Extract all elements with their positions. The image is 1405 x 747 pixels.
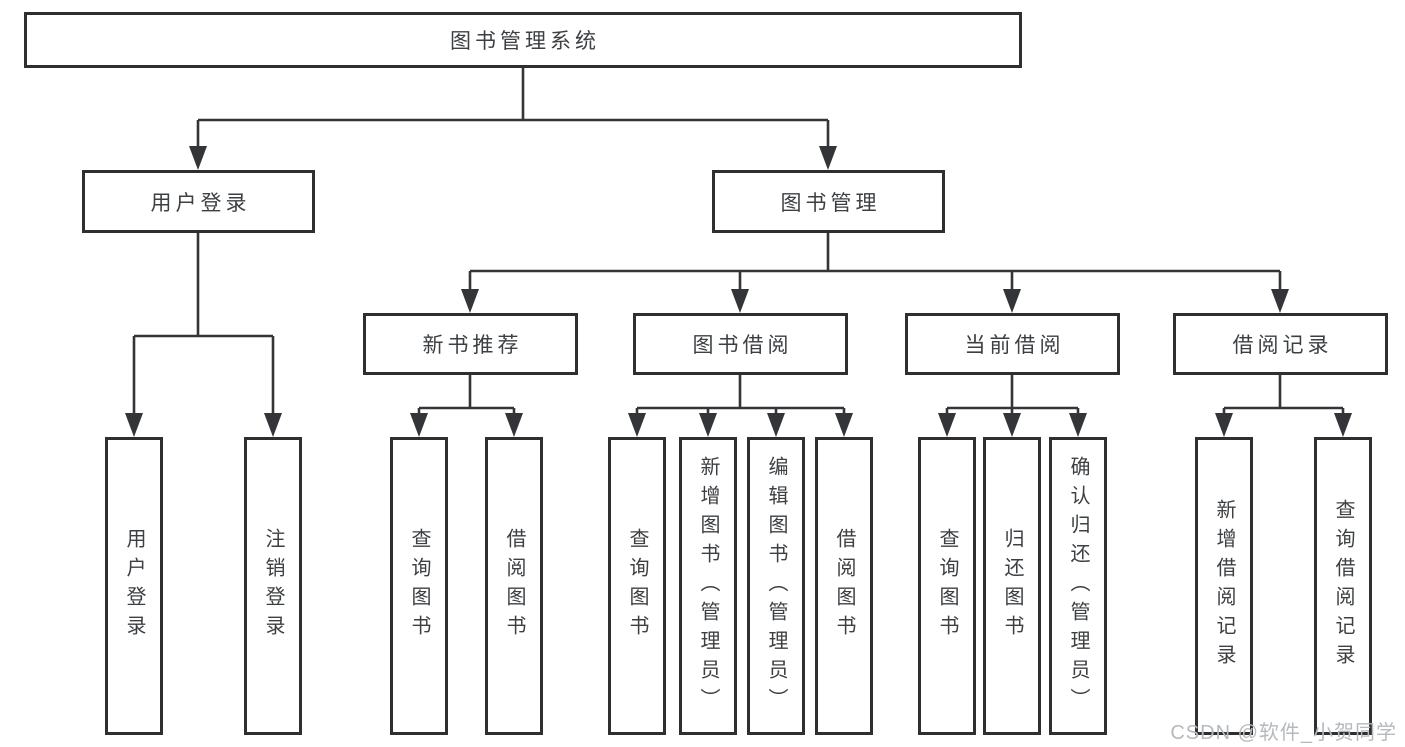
leaf-user-login: 用户登录 [105,437,163,735]
leaf-cur-return-books-label: 归还图书 [1001,528,1023,644]
leaf-cur-query-books-label: 查询图书 [936,528,958,644]
leaf-borrow-add-books-admin-label: 新增图书（管理员） [697,455,719,717]
leaf-borrow-add-books-admin: 新增图书（管理员） [679,437,737,735]
leaf-records-query-record: 查询借阅记录 [1314,437,1372,735]
leaf-borrow-query-books-label: 查询图书 [626,528,648,644]
leaf-borrow-query-books: 查询图书 [608,437,666,735]
leaf-cur-query-books: 查询图书 [918,437,976,735]
node-root: 图书管理系统 [24,12,1022,68]
leaf-user-login-label: 用户登录 [123,528,145,644]
leaf-logout-login: 注销登录 [244,437,302,735]
leaf-rec-borrow-books: 借阅图书 [485,437,543,735]
leaf-rec-borrow-books-label: 借阅图书 [503,528,525,644]
leaf-rec-query-books: 查询图书 [390,437,448,735]
leaf-borrow-edit-books-admin-label: 编辑图书（管理员） [765,455,787,717]
watermark: CSDN @软件_小贺同学 [1170,722,1397,744]
node-book-management: 图书管理 [712,170,945,233]
leaf-rec-query-books-label: 查询图书 [408,528,430,644]
leaf-records-add-record-label: 新增借阅记录 [1213,499,1235,673]
node-user-login: 用户登录 [82,170,315,233]
leaf-cur-confirm-return-admin: 确认归还（管理员） [1049,437,1107,735]
leaf-cur-return-books: 归还图书 [983,437,1041,735]
leaf-cur-confirm-return-admin-label: 确认归还（管理员） [1067,455,1089,717]
node-book-borrow: 图书借阅 [633,313,848,375]
leaf-borrow-borrow-books: 借阅图书 [815,437,873,735]
leaf-logout-login-label: 注销登录 [262,528,284,644]
leaf-records-add-record: 新增借阅记录 [1195,437,1253,735]
node-new-book-recommend: 新书推荐 [363,313,578,375]
leaf-borrow-edit-books-admin: 编辑图书（管理员） [747,437,805,735]
node-current-borrow: 当前借阅 [905,313,1120,375]
leaf-records-query-record-label: 查询借阅记录 [1332,499,1354,673]
leaf-borrow-borrow-books-label: 借阅图书 [833,528,855,644]
node-borrow-records: 借阅记录 [1173,313,1388,375]
